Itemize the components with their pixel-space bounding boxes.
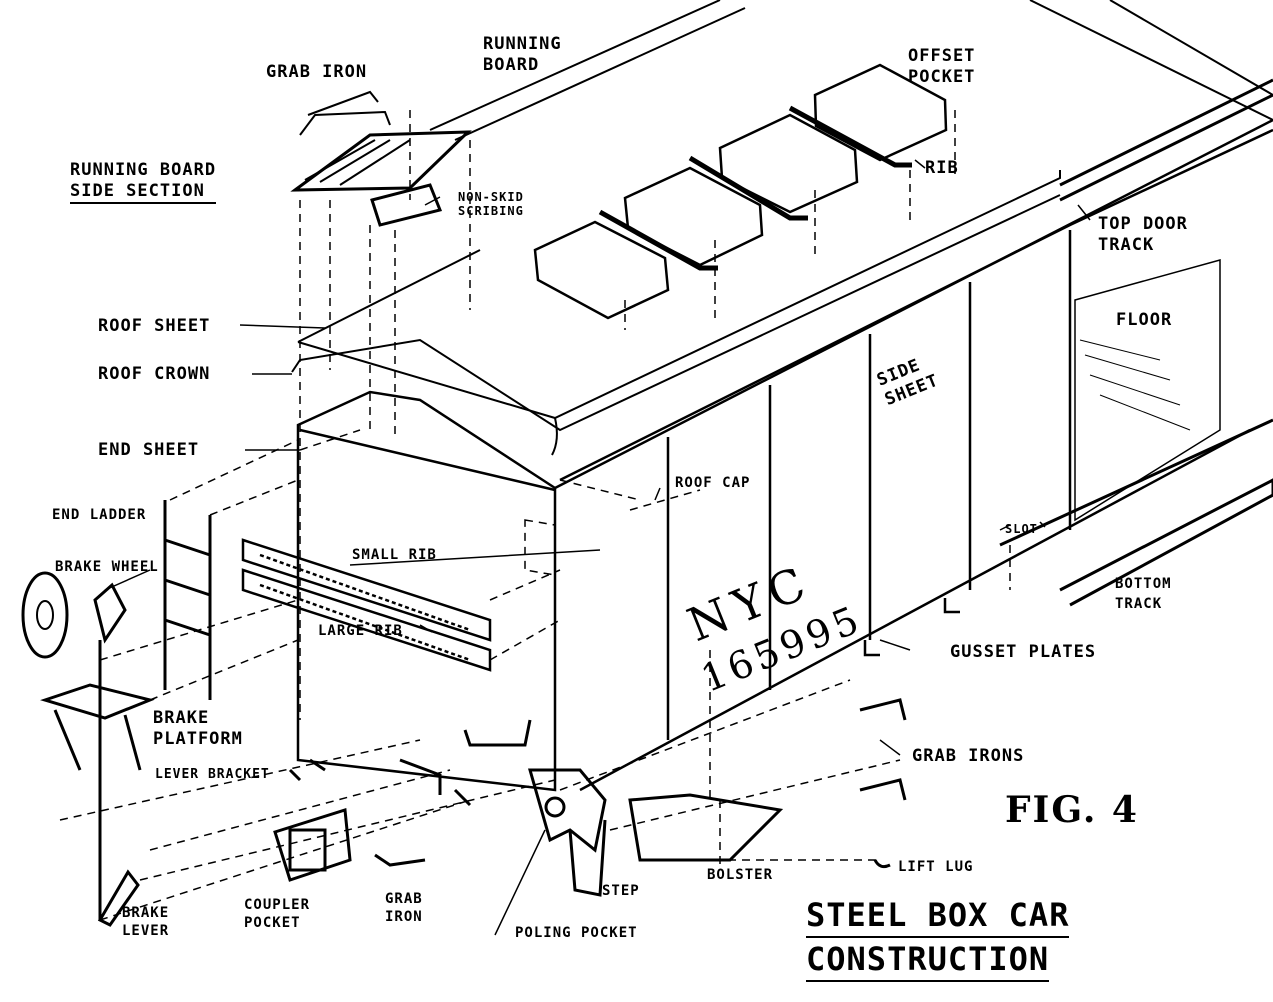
brake-wheel	[21, 571, 127, 700]
running-board-lines	[429, 0, 1273, 141]
side-sheet	[554, 78, 1273, 792]
gusset-plates	[863, 598, 960, 657]
end-ribs	[241, 538, 492, 672]
brake-platform	[40, 683, 155, 927]
label-roof-sheet: ROOF SHEET	[98, 316, 211, 336]
label-slot: SLOT	[1005, 522, 1038, 536]
dashed-construction-lines	[59, 110, 1011, 921]
label-floor: FLOOR	[1116, 310, 1173, 330]
label-step: STEP	[602, 883, 640, 899]
running-board-side-section	[290, 90, 472, 227]
label-end-ladder: END LADDER	[52, 507, 147, 523]
roof-panels	[533, 63, 948, 320]
leader-lines	[104, 159, 1091, 936]
label-lever-bracket: LEVER BRACKET	[155, 767, 270, 782]
label-roof-crown: ROOF CROWN	[98, 364, 211, 384]
label-grab-irons: GRAB IRONS	[912, 746, 1025, 766]
end-ladder	[163, 500, 212, 700]
label-lift-lug: LIFT LUG	[898, 859, 974, 875]
label-end-sheet: END SHEET	[98, 440, 200, 460]
label-large-rib: LARGE RIB	[318, 623, 403, 639]
label-gusset-plates: GUSSET PLATES	[950, 642, 1097, 662]
label-brake-wheel: BRAKE WHEEL	[55, 559, 159, 575]
label-small-rib: SMALL RIB	[352, 547, 437, 563]
label-grab-iron-top: GRAB IRON	[266, 62, 368, 82]
label-rib: RIB	[925, 158, 959, 178]
figure-number: FIG. 4	[1005, 789, 1139, 831]
bottom-parts	[273, 698, 907, 897]
label-poling-pocket: POLING POCKET	[515, 925, 638, 941]
roof-sheet	[291, 170, 1061, 456]
label-bolster: BOLSTER	[707, 867, 774, 883]
label-roof-cap: ROOF CAP	[675, 475, 751, 491]
